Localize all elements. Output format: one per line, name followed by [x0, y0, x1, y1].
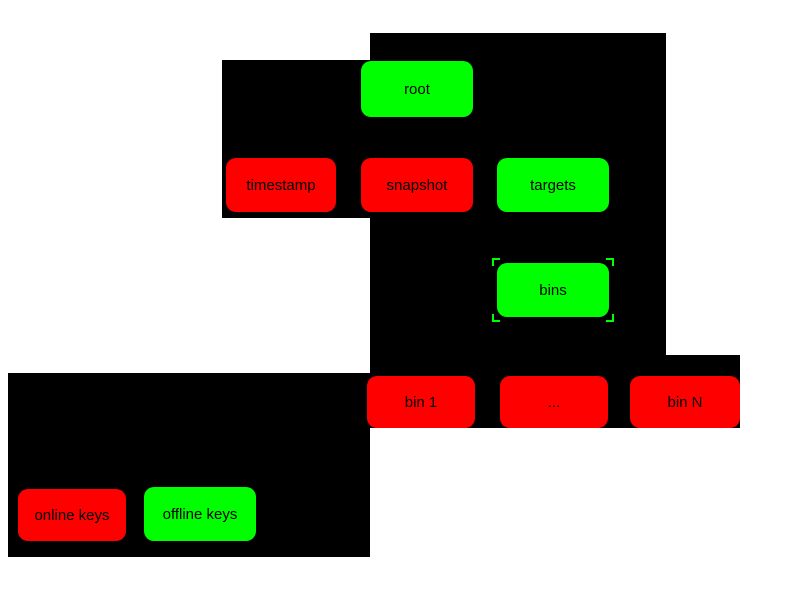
node-label: snapshot [386, 176, 448, 194]
selection-handle-tl[interactable] [492, 258, 500, 266]
node-root[interactable]: root [361, 61, 473, 117]
selection-handle-bl[interactable] [492, 314, 500, 322]
node-label: root [404, 80, 430, 98]
node-label: bin 1 [404, 393, 438, 411]
node-bin-ellipsis[interactable]: ... [500, 376, 608, 428]
node-bins[interactable]: bins [492, 258, 614, 322]
node-online-keys[interactable]: online keys [18, 489, 126, 541]
node-label: timestamp [246, 176, 316, 194]
selection-handle-br[interactable] [606, 314, 614, 322]
node-label: targets [530, 176, 576, 194]
node-bin-n[interactable]: bin N [630, 376, 740, 428]
node-label: offline keys [162, 505, 238, 523]
node-bin-1[interactable]: bin 1 [367, 376, 475, 428]
node-targets[interactable]: targets [497, 158, 609, 212]
selection-handle-tr[interactable] [606, 258, 614, 266]
node-offline-keys[interactable]: offline keys [144, 487, 256, 541]
node-timestamp[interactable]: timestamp [226, 158, 336, 212]
node-label: ... [547, 393, 561, 411]
node-label: bins [539, 281, 567, 299]
node-label: online keys [34, 506, 110, 524]
node-snapshot[interactable]: snapshot [361, 158, 473, 212]
node-label: bin N [667, 393, 703, 411]
